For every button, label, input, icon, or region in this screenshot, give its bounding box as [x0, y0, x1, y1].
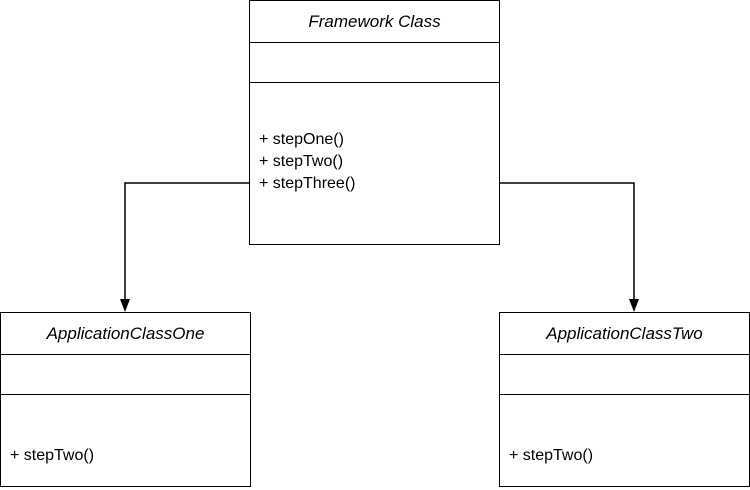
arrowhead-app-two	[629, 299, 639, 312]
operation-item: + stepTwo()	[10, 447, 95, 464]
attributes-compartment	[1, 354, 250, 395]
application-class-two-box[interactable]: ApplicationClassTwo + stepTwo()	[499, 312, 750, 487]
operation-item: + stepTwo()	[509, 447, 594, 464]
operation-list: + stepTwo()	[10, 445, 94, 467]
operation-list: + stepOne() + stepTwo() + stepThree()	[259, 129, 355, 195]
framework-class-box[interactable]: Framework Class + stepOne() + stepTwo() …	[249, 0, 500, 245]
operation-item: + stepOne()	[259, 131, 344, 148]
class-name: Framework Class	[250, 1, 499, 43]
operations-compartment: + stepTwo()	[1, 394, 250, 486]
attributes-compartment	[500, 354, 749, 395]
attributes-compartment	[250, 42, 499, 83]
connector-framework-to-app-two	[500, 182, 635, 302]
arrowhead-app-one	[120, 299, 130, 312]
operation-item: + stepTwo()	[259, 153, 344, 170]
class-name: ApplicationClassOne	[1, 313, 250, 355]
operation-list: + stepTwo()	[509, 445, 593, 467]
operations-compartment: + stepOne() + stepTwo() + stepThree()	[250, 82, 499, 244]
connector-framework-to-app-one	[124, 182, 249, 302]
class-name: ApplicationClassTwo	[500, 313, 749, 355]
operations-compartment: + stepTwo()	[500, 394, 749, 486]
operation-item: + stepThree()	[259, 175, 356, 192]
application-class-one-box[interactable]: ApplicationClassOne + stepTwo()	[0, 312, 251, 487]
